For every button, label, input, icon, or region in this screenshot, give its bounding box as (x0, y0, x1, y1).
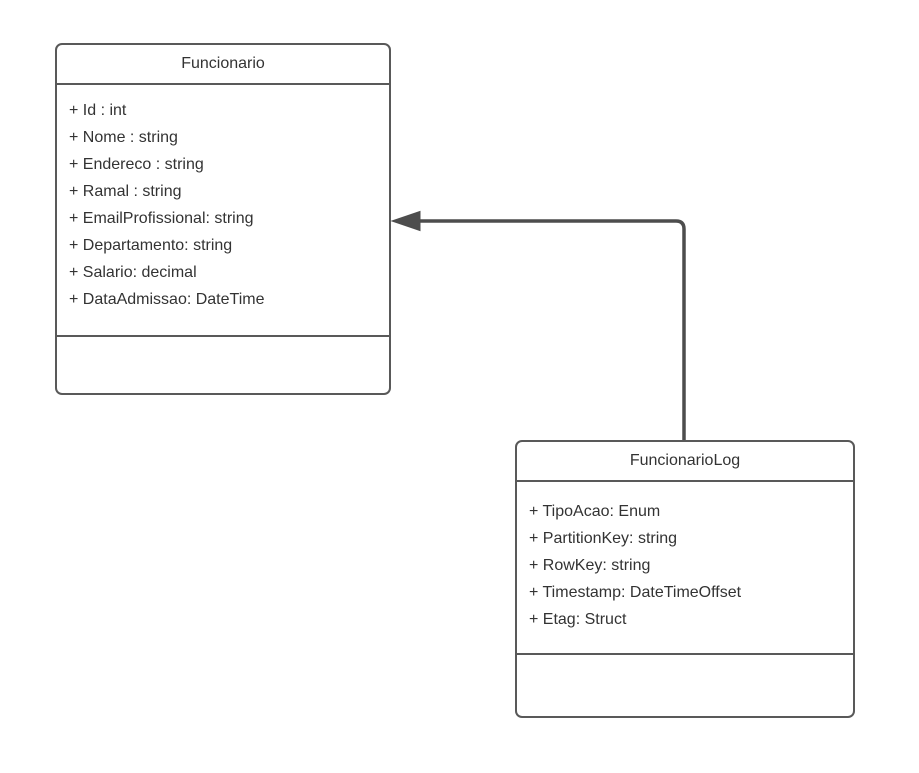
attribute-line: + DataAdmissao: DateTime (69, 291, 265, 308)
attribute-line: + Timestamp: DateTimeOffset (529, 584, 742, 601)
attribute-line: + Ramal : string (69, 183, 182, 200)
attribute-line: + RowKey: string (529, 557, 651, 574)
class-attributes-funcionariolog: + TipoAcao: Enum + PartitionKey: string + … (517, 482, 853, 655)
class-box-funcionariolog: FuncionarioLog + TipoAcao: Enum + Partiti… (515, 440, 855, 718)
attribute-line: + Etag: Struct (529, 611, 627, 628)
attribute-line: + Nome : string (69, 129, 178, 146)
attribute-line: + Departamento: string (69, 237, 233, 254)
class-methods-funcionario (57, 337, 389, 393)
attribute-line: + EmailProfissional: string (69, 210, 254, 227)
attribute-line: + PartitionKey: string (529, 530, 678, 547)
attribute-line: + Salario: decimal (69, 264, 197, 281)
arrowhead-icon (390, 210, 421, 232)
class-title-funcionario: Funcionario (57, 45, 389, 85)
attribute-line: + Id : int (69, 102, 127, 119)
class-attributes-funcionario: + Id : int + Nome : string + Endereco : st… (57, 85, 389, 337)
class-methods-funcionariolog (517, 655, 853, 716)
attribute-line: + Endereco : string (69, 156, 204, 173)
class-box-funcionario: Funcionario + Id : int + Nome : string + E… (55, 43, 391, 395)
attribute-line: + TipoAcao: Enum (529, 503, 661, 520)
association-arrow-line (416, 219, 686, 441)
class-title-funcionariolog: FuncionarioLog (517, 442, 853, 482)
